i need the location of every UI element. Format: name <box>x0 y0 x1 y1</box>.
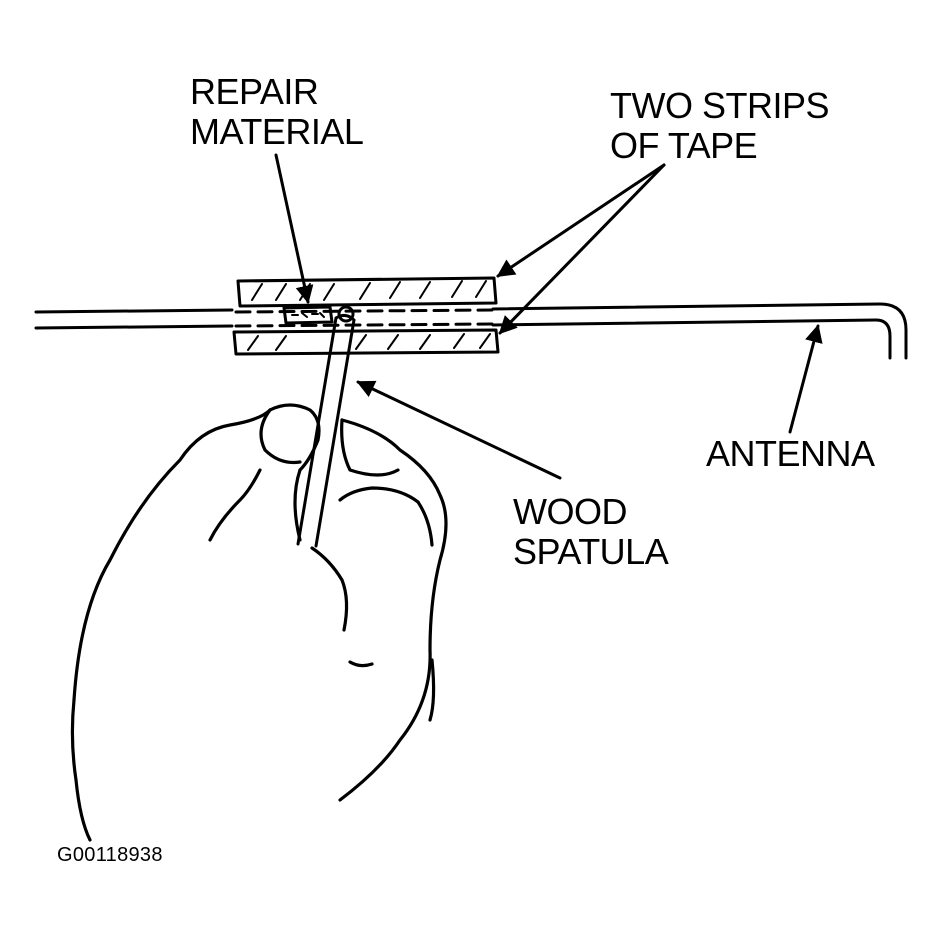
lower-tape-strip <box>232 328 500 356</box>
upper-tape-strip <box>236 276 498 308</box>
label-repair-material: REPAIR MATERIAL <box>190 71 364 152</box>
repair-material-blob <box>282 305 355 325</box>
label-repair-material-line-2: MATERIAL <box>190 111 364 152</box>
label-wood-spatula-line-2: SPATULA <box>513 531 669 572</box>
label-wood-spatula: WOOD SPATULA <box>513 491 669 572</box>
label-two-strips-line-2: OF TAPE <box>610 125 758 166</box>
hand-drawing <box>70 403 448 842</box>
label-repair-material-line-1: REPAIR <box>190 71 319 112</box>
leader-arrows <box>274 153 823 480</box>
wood-spatula <box>296 313 356 548</box>
label-antenna: ANTENNA <box>706 433 875 474</box>
figure-id: G00118938 <box>57 844 163 866</box>
label-wood-spatula-line-1: WOOD <box>513 491 627 532</box>
antenna-wire <box>34 302 908 360</box>
label-two-strips-of-tape: TWO STRIPS OF TAPE <box>610 85 830 166</box>
label-two-strips-line-1: TWO STRIPS <box>610 85 830 126</box>
